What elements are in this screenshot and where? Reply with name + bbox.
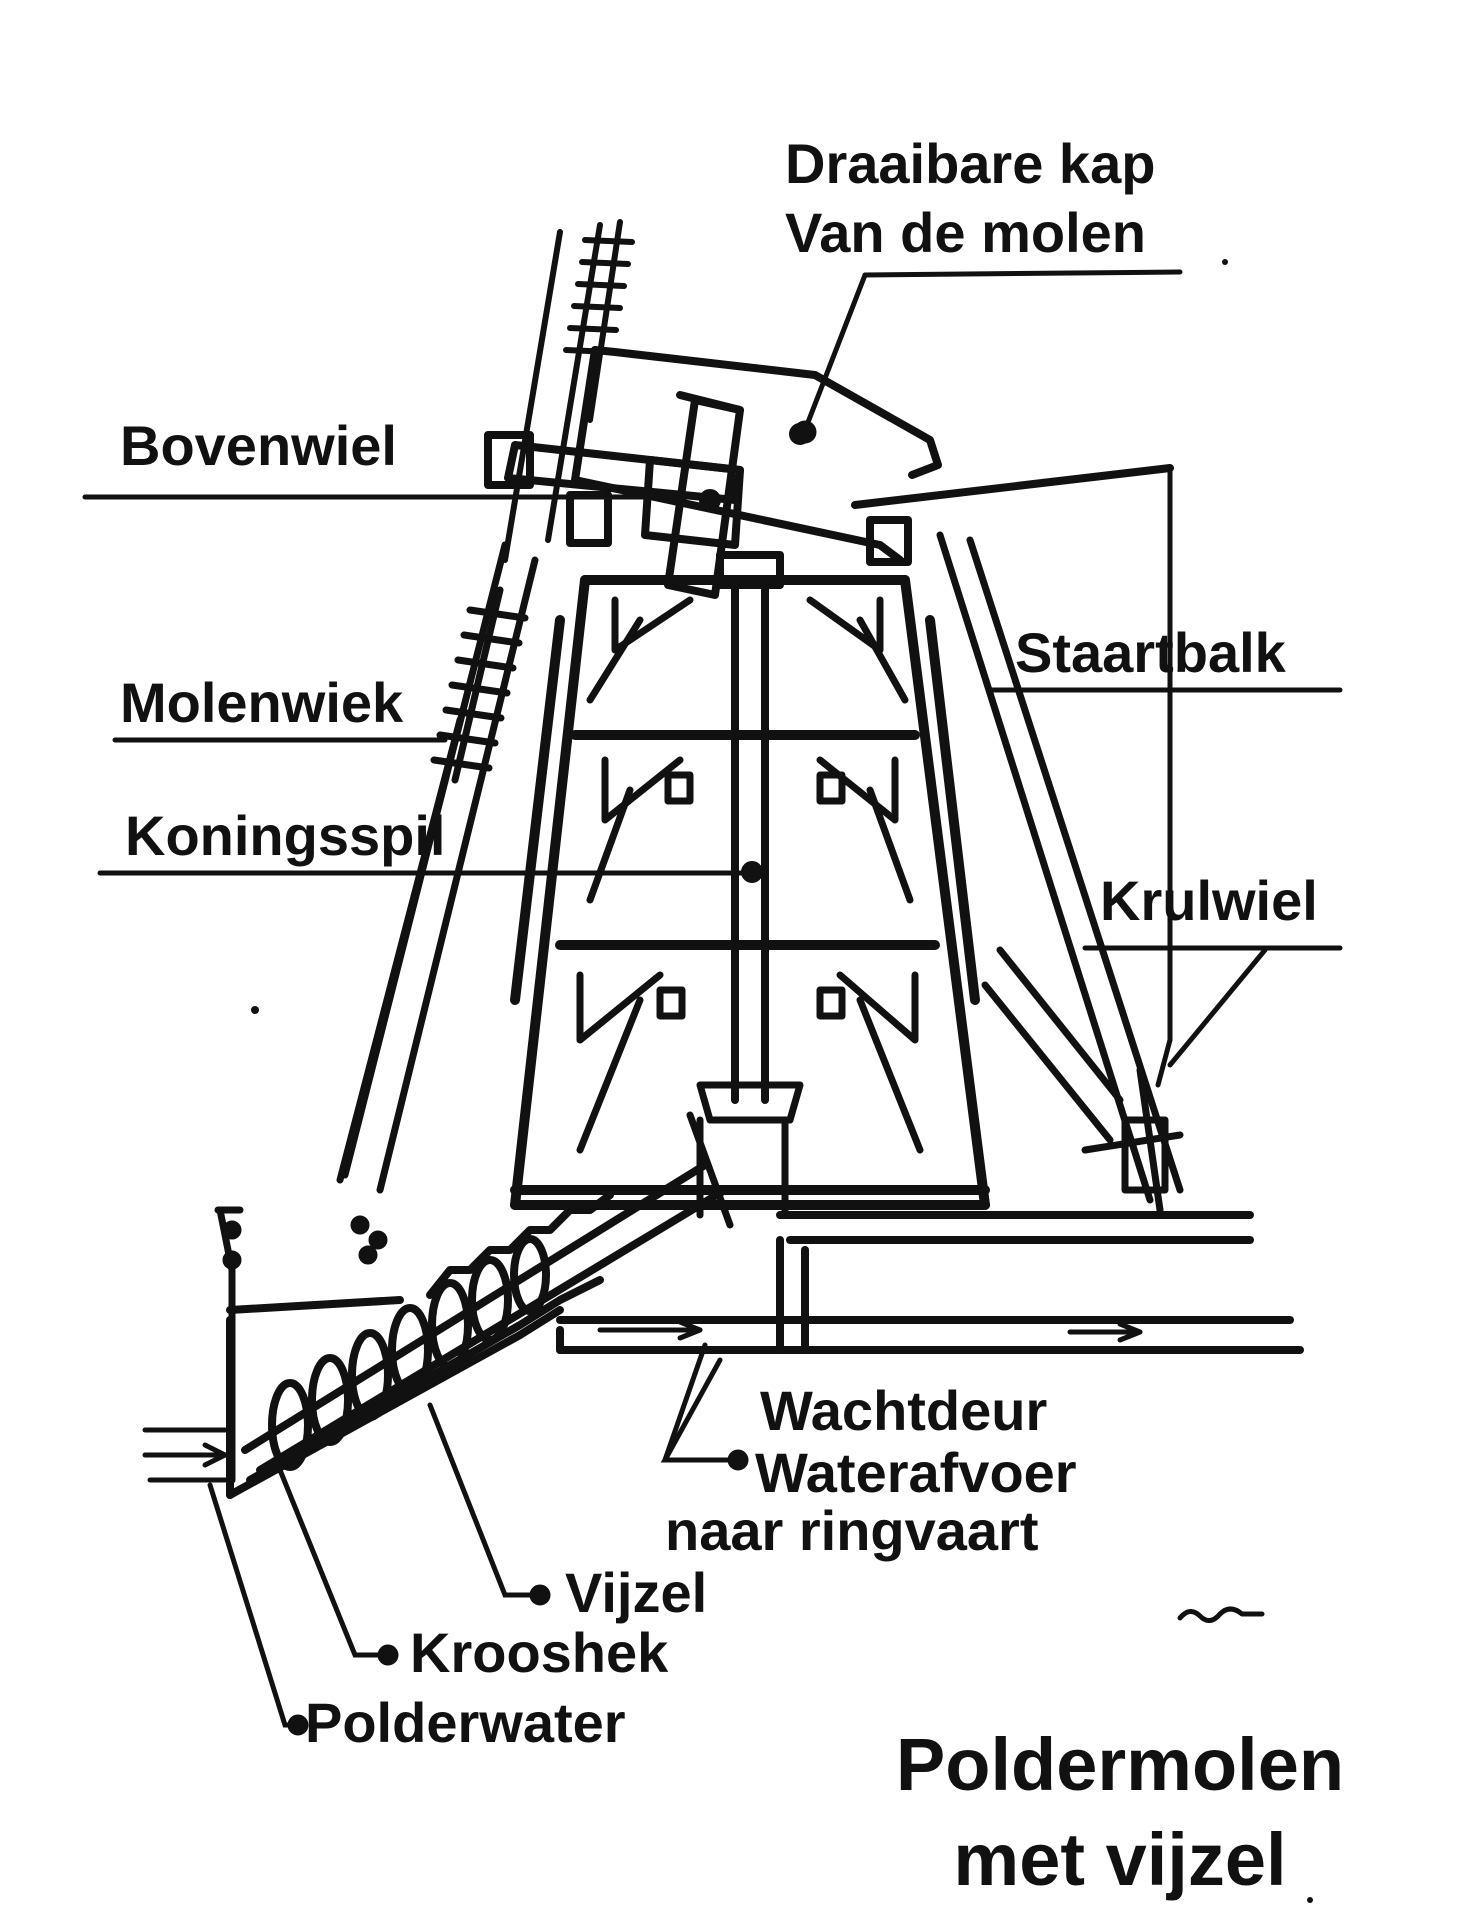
diagram-title: Poldermolen met vijzel xyxy=(896,1723,1344,1901)
label-krooshek: Krooshek xyxy=(410,1621,669,1684)
cap xyxy=(566,346,1174,566)
title-line2: met vijzel xyxy=(953,1818,1286,1901)
crown-wheel xyxy=(686,1081,804,1229)
label-polderwater: Polderwater xyxy=(305,1691,626,1754)
label-waterafvoer-line1: Waterafvoer xyxy=(755,1441,1077,1504)
label-koningsspil: Koningsspil xyxy=(125,804,445,867)
label-staartbalk: Staartbalk xyxy=(1015,621,1287,684)
label-vijzel: Vijzel xyxy=(565,1561,707,1624)
koningsspil-shaft xyxy=(716,551,784,1104)
label-bovenwiel: Bovenwiel xyxy=(120,414,397,477)
title-line1: Poldermolen xyxy=(896,1723,1344,1806)
vijzel-screw xyxy=(241,1161,729,1484)
sail-bottom xyxy=(336,541,539,1265)
label-wachtdeur: Wachtdeur xyxy=(760,1379,1047,1442)
krooshek-grate xyxy=(214,1206,244,1484)
label-krulwiel: Krulwiel xyxy=(1100,869,1318,932)
tower-braces xyxy=(576,596,924,1154)
water-flow xyxy=(142,1319,1143,1483)
windmill-illustration xyxy=(142,219,1313,1903)
label-molenwiek: Molenwiek xyxy=(120,671,404,734)
labels: Draaibare kap Van de molen Bovenwiel Sta… xyxy=(120,132,1318,1754)
artist-signature xyxy=(1177,1606,1265,1623)
sail-top xyxy=(502,219,635,563)
tower-body xyxy=(510,575,990,1210)
label-waterafvoer-line2: naar ringvaart xyxy=(665,1499,1039,1562)
staartbalk-beam xyxy=(936,531,1184,1214)
leader-lines xyxy=(82,269,1343,1736)
label-draaibare-kap-line1: Draaibare kap xyxy=(785,132,1155,195)
label-draaibare-kap-line2: Van de molen xyxy=(785,201,1146,264)
